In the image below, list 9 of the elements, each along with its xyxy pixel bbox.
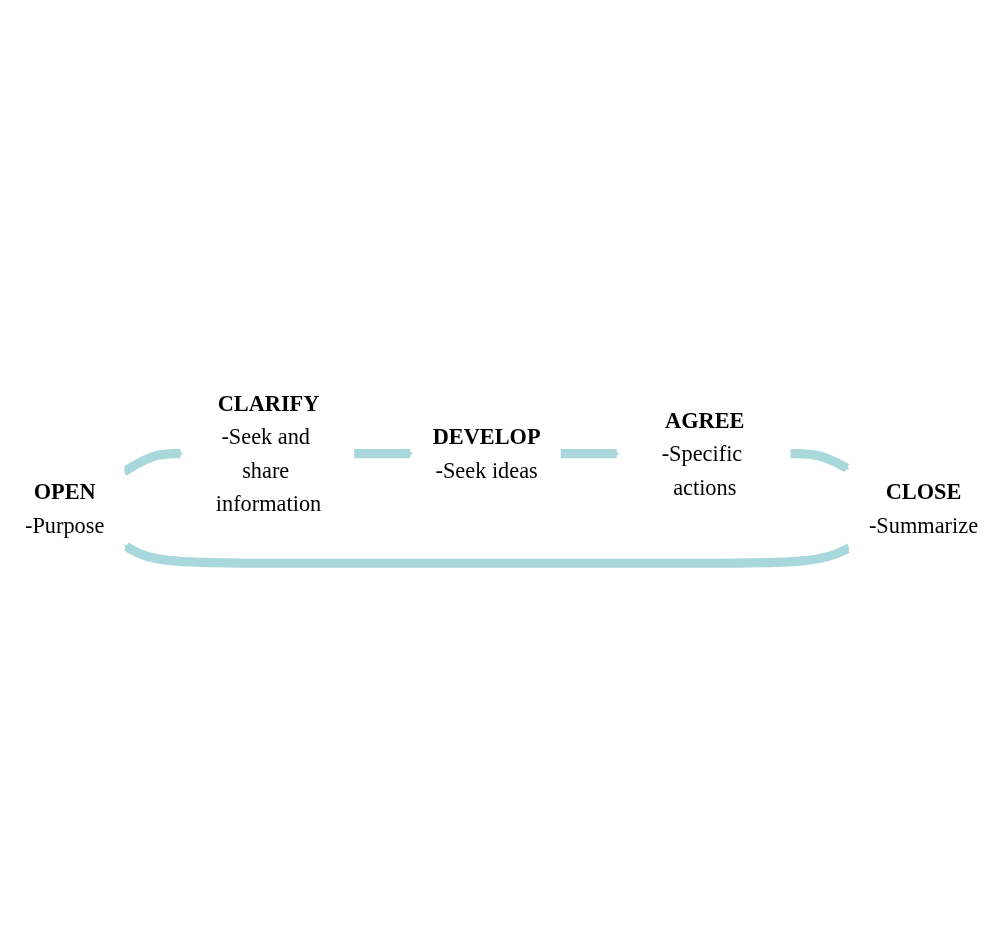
arrow bbox=[353, 449, 414, 459]
arrow bbox=[123, 542, 852, 568]
node-text: DEVELOP -Seek ideas bbox=[432, 424, 541, 483]
node-text: OPEN -Purpose bbox=[24, 479, 105, 538]
arrow bbox=[790, 449, 850, 473]
node-text: CLARIFY -Seek and share information bbox=[215, 391, 322, 516]
node-text: CLOSE -Summarize bbox=[868, 479, 979, 538]
arrow bbox=[560, 449, 620, 459]
node-text: AGREE -Specific actions bbox=[661, 407, 745, 500]
